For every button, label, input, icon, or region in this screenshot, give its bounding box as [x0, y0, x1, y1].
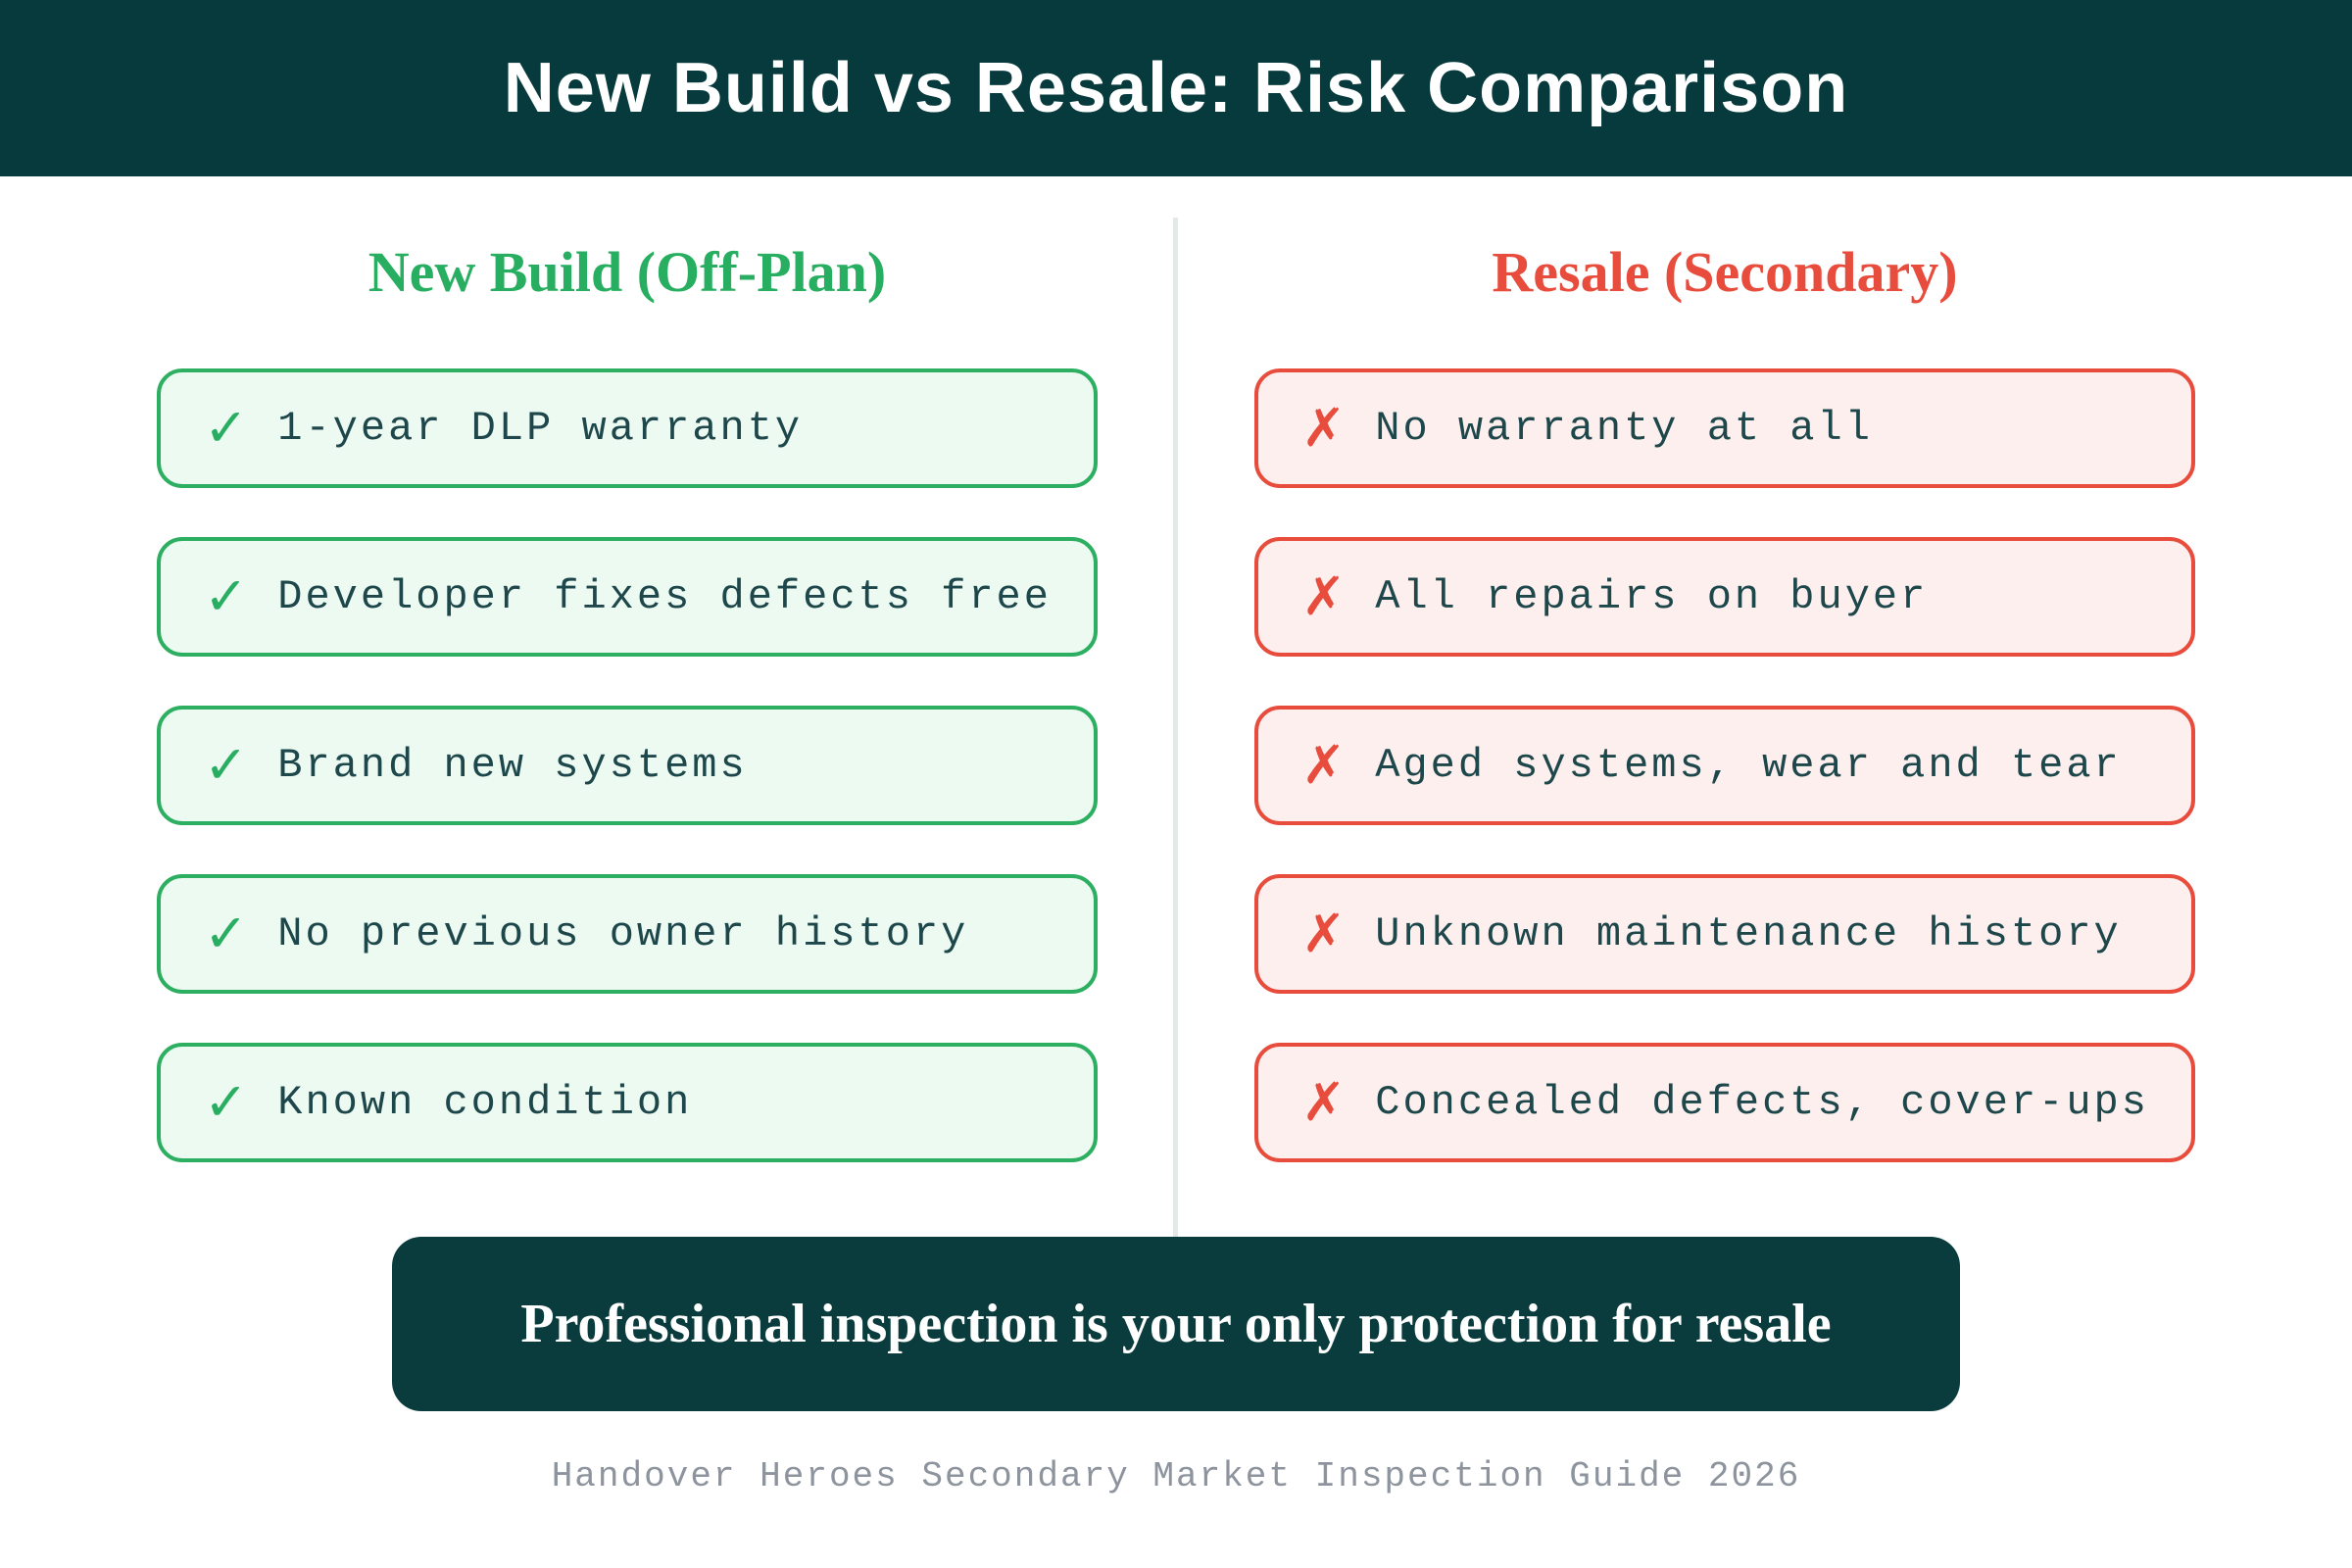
conclusion-text: Professional inspection is your only pro…	[520, 1294, 1832, 1354]
benefit-item: ✓ Known condition	[157, 1043, 1098, 1162]
page-title: New Build vs Resale: Risk Comparison	[503, 49, 1849, 127]
risk-label: Unknown maintenance history	[1375, 910, 2122, 957]
cross-icon: ✗	[1301, 397, 1347, 459]
column-header-new-build: New Build (Off-Plan)	[368, 240, 887, 304]
benefit-item: ✓ No previous owner history	[157, 874, 1098, 994]
check-icon: ✓	[204, 734, 249, 796]
benefit-item: ✓ 1-year DLP warranty	[157, 368, 1098, 488]
risk-label: Aged systems, wear and tear	[1375, 742, 2122, 789]
risk-item: ✗ Unknown maintenance history	[1254, 874, 2195, 994]
conclusion-banner: Professional inspection is your only pro…	[392, 1237, 1960, 1411]
cross-icon: ✗	[1301, 565, 1347, 627]
benefit-label: Brand new systems	[277, 742, 748, 789]
cross-icon: ✗	[1301, 903, 1347, 964]
benefit-label: Developer fixes defects free	[277, 573, 1052, 620]
column-divider	[1173, 218, 1178, 1237]
header-bar: New Build vs Resale: Risk Comparison	[0, 0, 2352, 176]
footer-text: Handover Heroes Secondary Market Inspect…	[551, 1456, 1801, 1496]
risk-item: ✗ Concealed defects, cover-ups	[1254, 1043, 2195, 1162]
risk-item: ✗ No warranty at all	[1254, 368, 2195, 488]
check-icon: ✓	[204, 565, 249, 627]
risk-label: Concealed defects, cover-ups	[1375, 1079, 2149, 1126]
benefit-item: ✓ Developer fixes defects free	[157, 537, 1098, 657]
check-icon: ✓	[204, 903, 249, 964]
risk-item: ✗ All repairs on buyer	[1254, 537, 2195, 657]
cross-icon: ✗	[1301, 734, 1347, 796]
new-build-column: ✓ 1-year DLP warranty ✓ Developer fixes …	[157, 368, 1098, 1162]
cross-icon: ✗	[1301, 1071, 1347, 1133]
benefit-item: ✓ Brand new systems	[157, 706, 1098, 825]
check-icon: ✓	[204, 1071, 249, 1133]
risk-label: No warranty at all	[1375, 405, 1873, 452]
column-header-resale: Resale (Secondary)	[1492, 240, 1958, 304]
benefit-label: Known condition	[277, 1079, 693, 1126]
resale-column: ✗ No warranty at all ✗ All repairs on bu…	[1254, 368, 2195, 1162]
risk-label: All repairs on buyer	[1375, 573, 1929, 620]
check-icon: ✓	[204, 397, 249, 459]
benefit-label: 1-year DLP warranty	[277, 405, 804, 452]
benefit-label: No previous owner history	[277, 910, 969, 957]
risk-item: ✗ Aged systems, wear and tear	[1254, 706, 2195, 825]
